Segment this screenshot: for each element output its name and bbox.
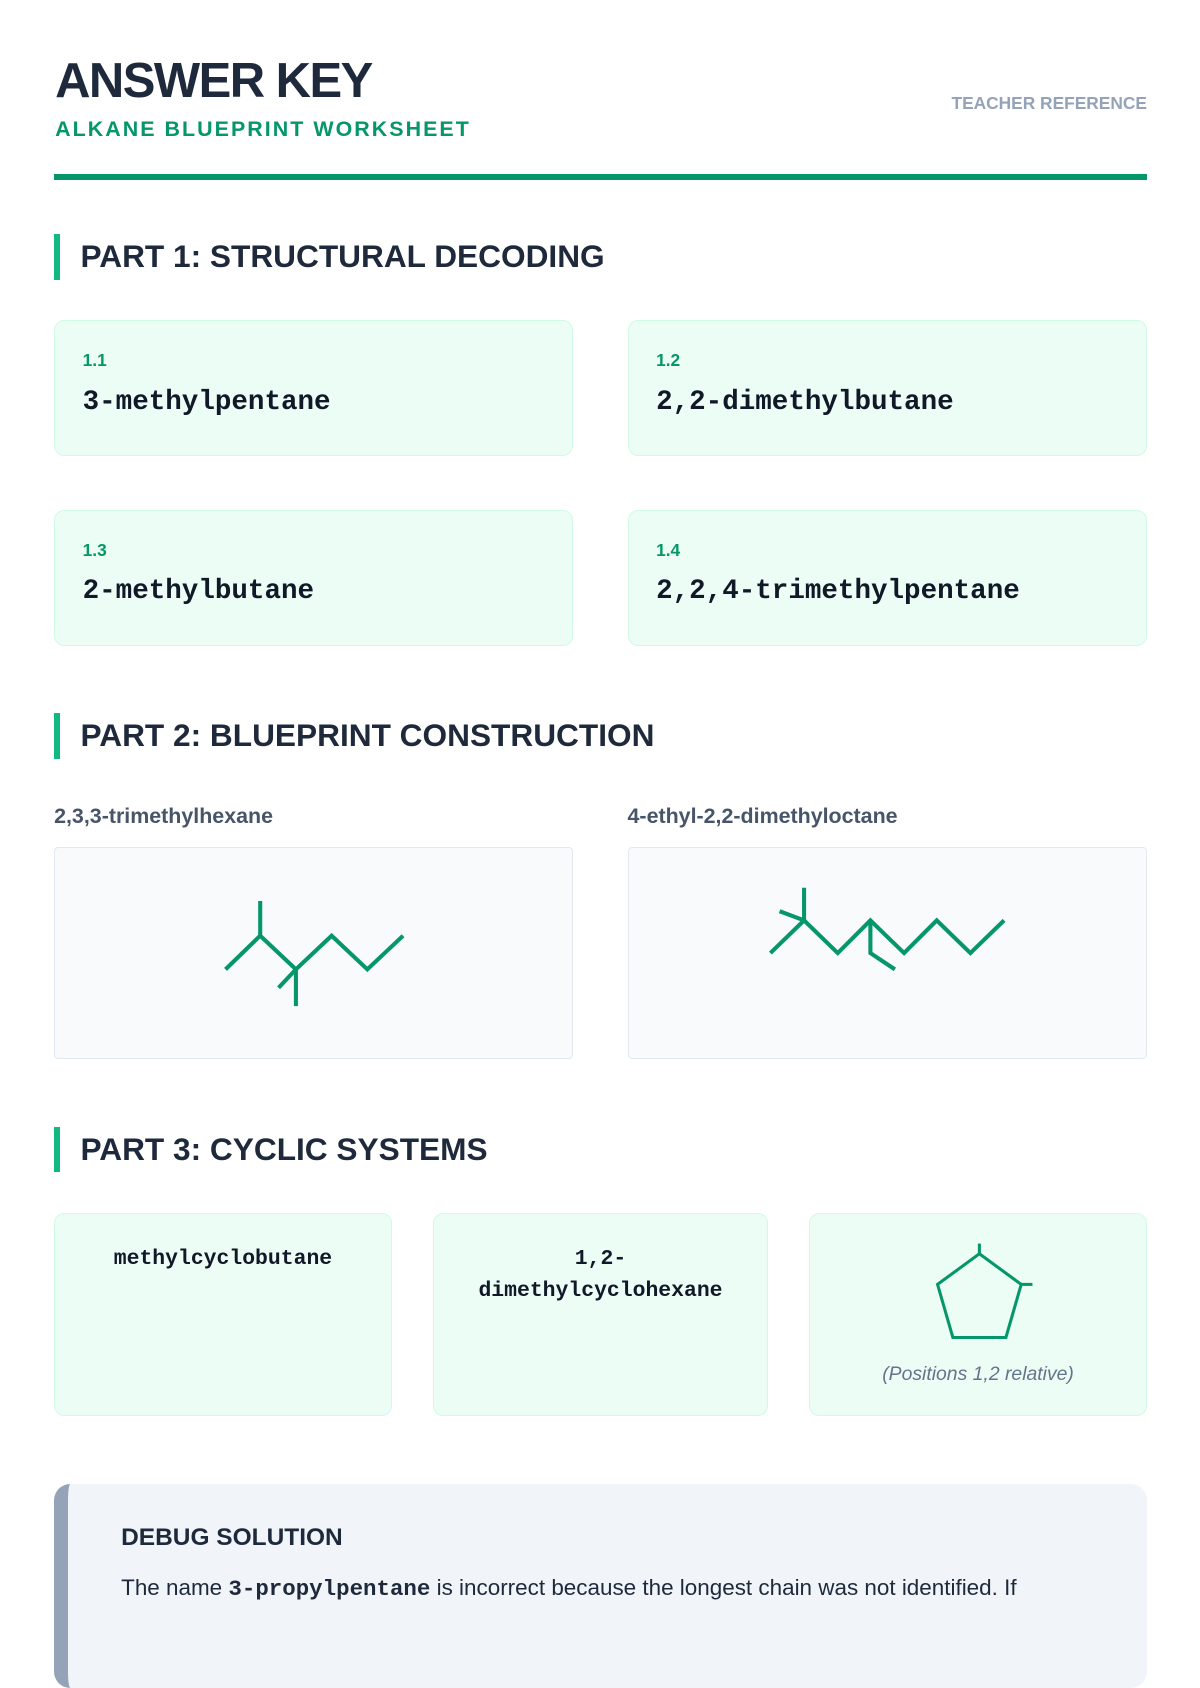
header-divider [54,174,1147,180]
answer-name: 2-methylbutane [82,576,315,608]
debug-title: DEBUG SOLUTION [121,1524,343,1552]
cyclopentane-structure [935,1243,1033,1340]
debug-solution-panel: DEBUG SOLUTION The name 3-propylpentane … [54,1483,1147,1688]
answer-card-1-4: 1.4 2,2,4-trimethylpentane [627,510,1147,646]
teacher-reference-label: TEACHER REFERENCE [951,92,1147,113]
question-number: 1.1 [82,349,107,370]
answer-card-1-3: 1.3 2-methylbutane [54,510,574,646]
debug-text: The name 3-propylpentane is incorrect be… [121,1575,1016,1602]
blueprint-label-1: 2,3,3-trimethylhexane [54,804,273,829]
part3-heading: PART 3: CYCLIC SYSTEMS [54,1126,488,1173]
answer-name: 2,2,4-trimethylpentane [656,576,1020,608]
cyclic-card-2: 1,2-dimethylcyclohexane [432,1213,769,1417]
question-number: 1.2 [656,349,681,370]
answer-card-1-1: 1.1 3-methylpentane [54,320,574,457]
answer-card-1-2: 1.2 2,2-dimethylbutane [627,320,1147,457]
cyclic-card-3: (Positions 1,2 relative) [809,1213,1147,1417]
answer-name: 2,2-dimethylbutane [656,386,954,418]
cyclic-name: 1,2-dimethylcyclohexane [478,1246,723,1304]
debug-code: 3-propylpentane [228,1576,431,1603]
debug-text-end: is incorrect because the longest chain w… [430,1575,1017,1601]
cyclic-name: methylcyclobutane [113,1246,333,1271]
blueprint-box-2 [627,846,1147,1060]
cyclic-card-1: methylcyclobutane [54,1213,392,1417]
page-subtitle: ALKANE BLUEPRINT WORKSHEET [55,117,471,142]
part1-heading: PART 1: STRUCTURAL DECODING [54,233,605,280]
debug-text-start: The name [121,1575,229,1601]
part2-heading: PART 2: BLUEPRINT CONSTRUCTION [54,713,654,760]
question-number: 1.3 [82,539,107,560]
answer-name: 3-methylpentane [82,386,331,418]
positions-note: (Positions 1,2 relative) [882,1363,1074,1386]
page-title: ANSWER KEY [55,54,373,109]
blueprint-box-1 [54,846,574,1060]
blueprint-label-2: 4-ethyl-2,2-dimethyloctane [627,804,898,829]
question-number: 1.4 [656,539,681,560]
